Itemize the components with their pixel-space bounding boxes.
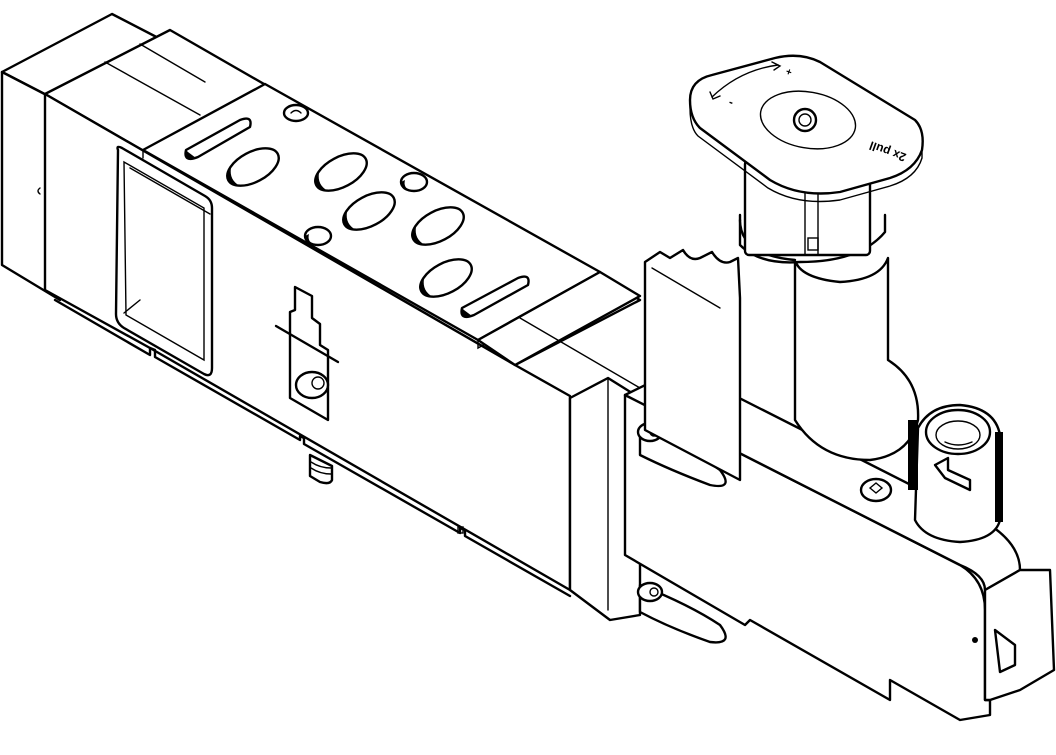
port bbox=[314, 152, 368, 192]
fixing-slot bbox=[636, 581, 727, 644]
slot bbox=[184, 117, 252, 161]
plus-marker: + bbox=[784, 66, 793, 78]
top-plate bbox=[141, 82, 602, 350]
mounting-bracket bbox=[274, 285, 340, 485]
port bbox=[411, 206, 465, 246]
side-window bbox=[114, 145, 214, 377]
mid-block bbox=[476, 270, 642, 389]
port bbox=[419, 258, 473, 298]
screw-hole bbox=[303, 225, 333, 247]
adjusting-knob[interactable]: + - 2x pull bbox=[688, 54, 924, 203]
port bbox=[226, 147, 280, 187]
slot bbox=[460, 275, 530, 319]
torx-screw-icon bbox=[859, 477, 893, 503]
minus-marker: - bbox=[727, 95, 736, 110]
rotation-arrow-icon bbox=[711, 64, 779, 98]
screw-hole bbox=[282, 103, 310, 123]
gauge-port bbox=[859, 403, 1003, 544]
regulator-housing: + - 2x pull bbox=[643, 54, 924, 482]
hex-socket-icon bbox=[792, 107, 818, 133]
port bbox=[342, 191, 396, 231]
screw-hole bbox=[399, 171, 429, 193]
